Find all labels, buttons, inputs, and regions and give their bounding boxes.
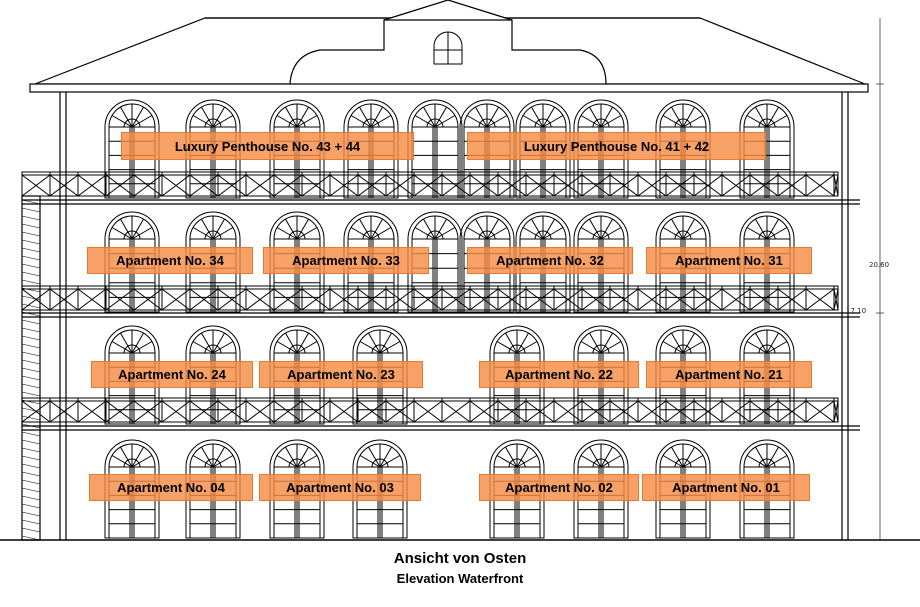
balcony-railing [21, 171, 839, 197]
balcony-railing [21, 285, 839, 311]
unit-label-apartment-01[interactable]: Apartment No. 01 [642, 474, 810, 501]
drawing-title: Ansicht von Osten [393, 550, 527, 567]
unit-label-apartment-32[interactable]: Apartment No. 32 [467, 247, 633, 274]
balcony-railing [21, 397, 839, 423]
unit-label-apartment-23[interactable]: Apartment No. 23 [259, 361, 423, 388]
unit-label-apartment-24[interactable]: Apartment No. 24 [91, 361, 253, 388]
unit-label-apartment-31[interactable]: Apartment No. 31 [646, 247, 812, 274]
dormer-window [433, 31, 463, 65]
drawing-subtitle: Elevation Waterfront [396, 571, 524, 586]
unit-label-penthouse-43-44[interactable]: Luxury Penthouse No. 43 + 44 [121, 132, 414, 160]
dimension-total-height: 20.60 [869, 261, 890, 269]
dimension-upper-floor: 17.10 [846, 307, 867, 315]
unit-label-penthouse-41-42[interactable]: Luxury Penthouse No. 41 + 42 [467, 132, 766, 160]
arched-window [407, 211, 463, 313]
unit-label-apartment-22[interactable]: Apartment No. 22 [479, 361, 639, 388]
unit-label-apartment-02[interactable]: Apartment No. 02 [479, 474, 639, 501]
unit-label-apartment-21[interactable]: Apartment No. 21 [646, 361, 812, 388]
unit-label-apartment-34[interactable]: Apartment No. 34 [87, 247, 253, 274]
eave [29, 83, 869, 93]
arched-window [269, 211, 325, 313]
unit-label-apartment-33[interactable]: Apartment No. 33 [263, 247, 429, 274]
arched-window [407, 99, 463, 199]
unit-label-apartment-04[interactable]: Apartment No. 04 [89, 474, 253, 501]
arched-window [185, 325, 241, 425]
unit-label-apartment-03[interactable]: Apartment No. 03 [259, 474, 421, 501]
